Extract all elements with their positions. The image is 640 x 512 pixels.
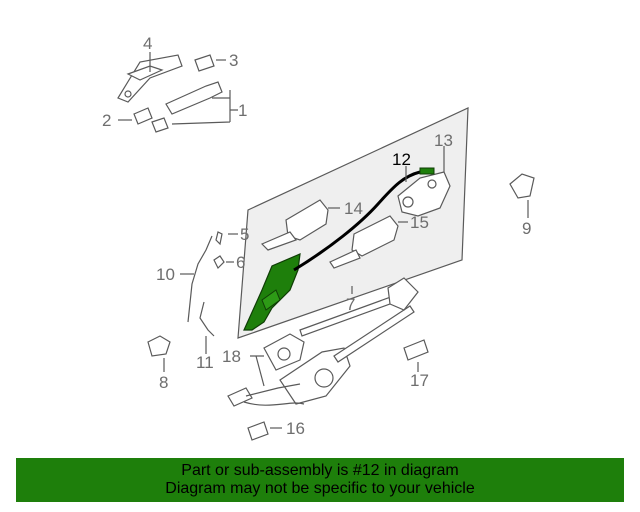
part-14-actuator [260,199,329,251]
part-2-gasket [133,107,153,125]
callout-2: 2 [102,111,111,130]
banner-line-2: Diagram may not be specific to your vehi… [165,480,475,497]
callout-5: 5 [240,225,249,244]
part-9-striker [509,173,535,199]
callout-13: 13 [434,131,453,150]
callout-17: 17 [410,371,429,390]
part-12-inside-handle [243,167,435,331]
part-11-rod [199,301,215,337]
part-8-hinge [147,335,171,357]
part-10-rod [187,231,223,323]
callout-14: 14 [344,199,363,218]
banner-line-1: Part or sub-assembly is #12 in diagram [181,462,459,479]
part-6-clip [213,255,225,270]
callout-12: 12 [392,150,411,169]
callout-15: 15 [410,213,429,232]
callout-16: 16 [286,419,305,438]
part-15-actuator [329,215,399,269]
part-4-handle-base [117,54,183,103]
callout-9: 9 [522,219,531,238]
parts-diagram: 4 3 1 2 12 13 14 15 5 6 10 7 11 18 8 9 1… [102,34,535,441]
callout-6: 6 [236,253,245,272]
part-18-cable [243,383,305,406]
info-banner: Part or sub-assembly is #12 in diagram D… [16,458,624,502]
part-1-outside-handle [165,81,223,115]
part-18-regulator [227,277,419,407]
callout-10: 10 [156,265,175,284]
part-17-pad [403,339,429,361]
part-1-pad [151,117,169,133]
callout-7: 7 [346,295,355,314]
callout-18: 18 [222,347,241,366]
leader-lines [118,52,529,429]
part-16-seal [247,421,269,441]
callout-11: 11 [196,353,214,372]
door-panel [237,107,469,339]
callout-3: 3 [229,51,238,70]
callout-1: 1 [238,101,247,120]
callout-8: 8 [159,373,168,392]
callout-4: 4 [143,34,152,53]
part-13-latch [397,171,451,217]
part-3-cap [194,54,215,72]
